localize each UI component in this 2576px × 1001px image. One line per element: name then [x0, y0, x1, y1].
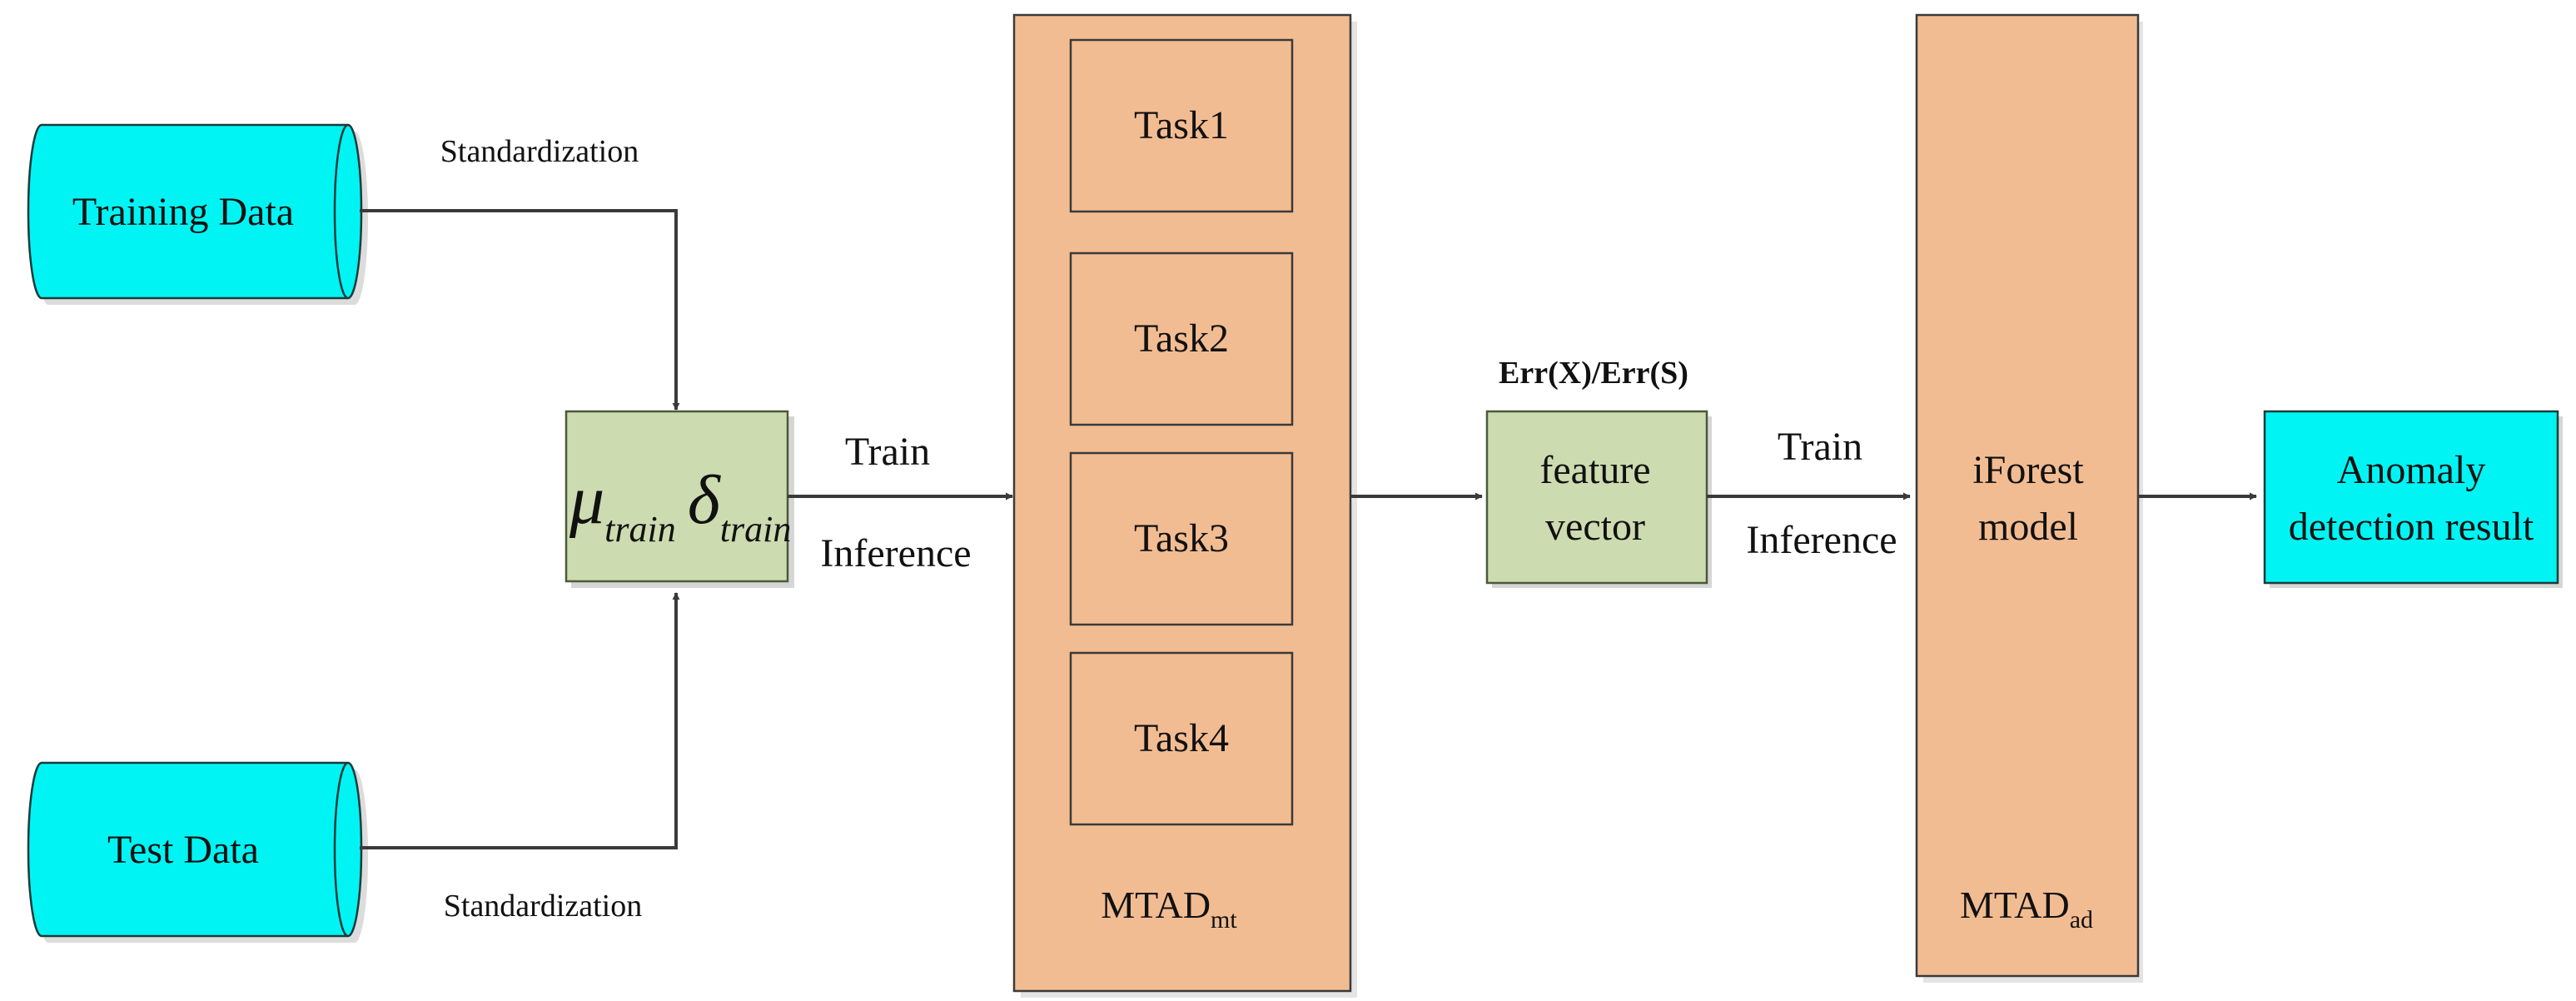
training-to-stats-arrow — [360, 209, 680, 411]
task1-box — [1069, 38, 1294, 213]
mtad-mt-label: MTADmt — [1101, 884, 1237, 934]
inference-label-2: Inference — [1746, 518, 1897, 562]
mtad-ad-module: iForest model MTADad — [1915, 13, 2143, 983]
test-data-cylinder: Test Data — [27, 761, 368, 943]
task3-box — [1069, 451, 1294, 626]
train-label-2: Train — [1778, 425, 1862, 469]
result-line2: detection result — [2289, 505, 2534, 549]
test-to-stats-arrow — [360, 592, 680, 849]
iforest-line1: iForest — [1972, 448, 2084, 492]
task4-box — [1069, 651, 1294, 826]
feature-vector-line2: vector — [1545, 505, 1645, 549]
train-label-1: Train — [845, 430, 930, 474]
feature-vector-line1: feature — [1539, 448, 1650, 492]
task3-label: Task3 — [1134, 516, 1229, 560]
iforest-line2: model — [1978, 505, 2078, 549]
inference-label-1: Inference — [820, 531, 971, 575]
standardization-label-bottom: Standardization — [444, 889, 642, 924]
anomaly-result-box: Anomaly detection result — [2263, 410, 2563, 588]
training-data-label: Training Data — [72, 190, 294, 234]
feature-vector-box: feature vector — [1485, 410, 1712, 588]
mtad-mt-module: Task1 Task2 Task3 Task4 MTADmt — [1012, 13, 1357, 998]
test-data-label: Test Data — [107, 828, 259, 872]
training-data-cylinder: Training Data — [27, 123, 368, 305]
result-line1: Anomaly — [2337, 448, 2486, 492]
standardization-label-top: Standardization — [440, 134, 639, 169]
task4-label: Task4 — [1134, 716, 1229, 760]
error-label: Err(X)/Err(S) — [1499, 356, 1688, 391]
task2-box — [1069, 251, 1294, 426]
task2-label: Task2 — [1134, 316, 1229, 361]
task1-label: Task1 — [1134, 103, 1229, 147]
mtad-ad-label: MTADad — [1960, 884, 2093, 934]
